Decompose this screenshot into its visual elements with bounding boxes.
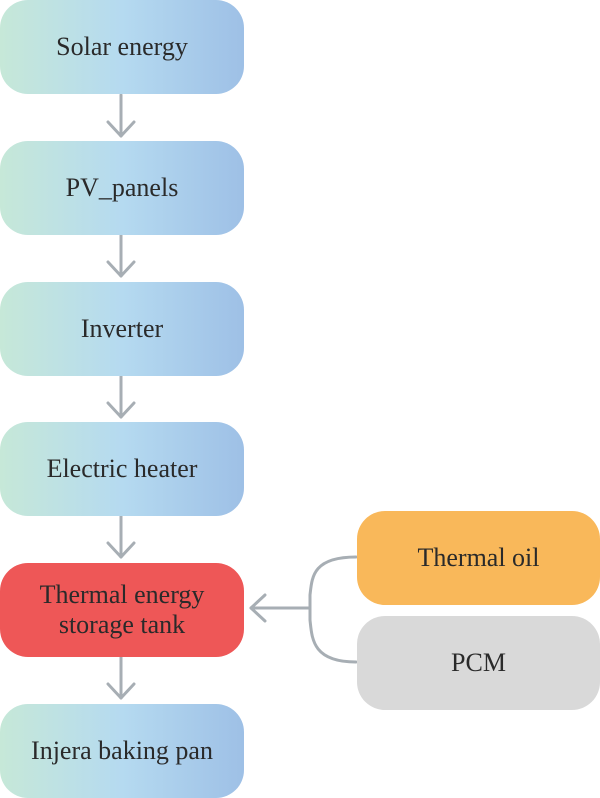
arrow-tank-to-pan	[106, 655, 136, 700]
solar-energy-label: Solar energy	[56, 32, 188, 61]
pcm-label: PCM	[451, 648, 506, 677]
bracket-oil-pcm-to-tank	[249, 555, 358, 664]
arrow-solar-to-pv	[106, 93, 136, 138]
pcm-node: PCM	[357, 616, 600, 710]
pv-panels-node: PV_panels	[0, 141, 244, 235]
inverter-label: Inverter	[80, 314, 164, 343]
arrow-heater-to-tank	[106, 514, 136, 559]
injera-pan-label: Injera baking pan	[31, 736, 213, 765]
solar-energy-node: Solar energy	[0, 0, 244, 94]
inverter-node: Inverter	[0, 282, 244, 376]
arrow-inverter-to-heater	[106, 374, 136, 419]
thermal-oil-node: Thermal oil	[357, 511, 600, 605]
pv-panels-label: PV_panels	[65, 173, 179, 202]
electric-heater-node: Electric heater	[0, 422, 244, 516]
tank-label-line1: Thermal energy	[39, 580, 205, 609]
thermal-oil-label: Thermal oil	[417, 543, 540, 572]
arrow-pv-to-inverter	[106, 233, 136, 278]
injera-baking-pan-node: Injera baking pan	[0, 704, 244, 798]
thermal-storage-tank-node: Thermal energy storage tank	[0, 563, 244, 657]
electric-heater-label: Electric heater	[46, 454, 198, 483]
tank-label-line2: storage tank	[58, 610, 186, 639]
